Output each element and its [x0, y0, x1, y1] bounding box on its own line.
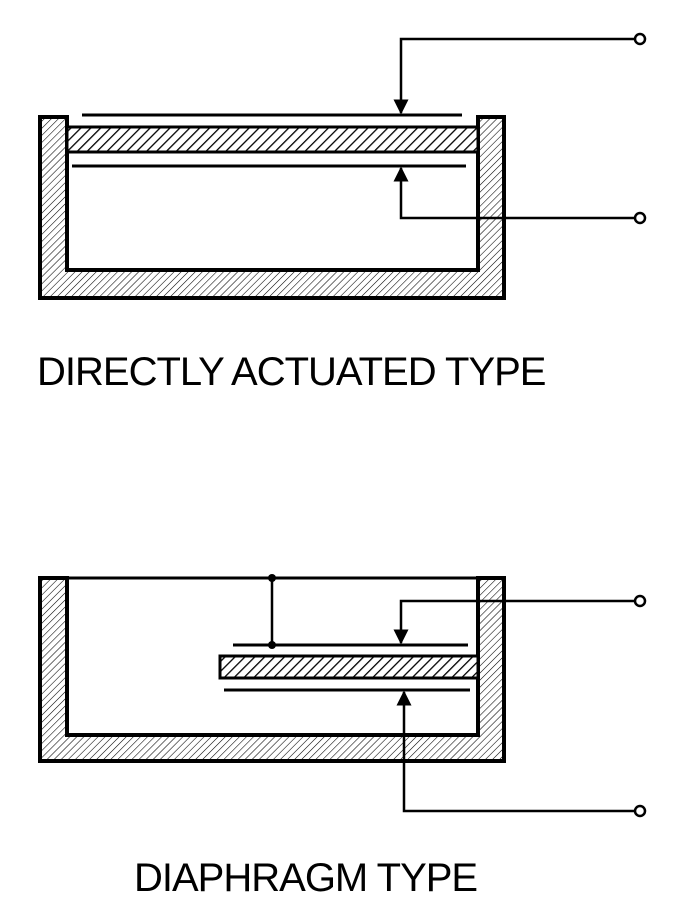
diaphragm-plate	[218, 654, 480, 680]
diaphragm-diagram	[38, 574, 647, 818]
support-joint-bottom	[268, 641, 276, 649]
housing	[38, 115, 506, 300]
bottom-terminal	[633, 211, 647, 225]
sensing-plate	[65, 125, 480, 154]
bottom-lead-wire	[396, 690, 640, 813]
directly-actuated-diagram	[38, 32, 647, 300]
top-terminal	[633, 32, 647, 46]
top-lead-wire	[393, 599, 640, 645]
support-joint-top	[268, 574, 276, 582]
top-lead-wire	[393, 37, 640, 115]
top-terminal	[633, 594, 647, 608]
bottom-lead-wire	[393, 166, 640, 220]
caption-diaphragm: DIAPHRAGM TYPE	[134, 856, 478, 900]
caption-directly-actuated: DIRECTLY ACTUATED TYPE	[37, 350, 546, 394]
bottom-terminal	[633, 804, 647, 818]
